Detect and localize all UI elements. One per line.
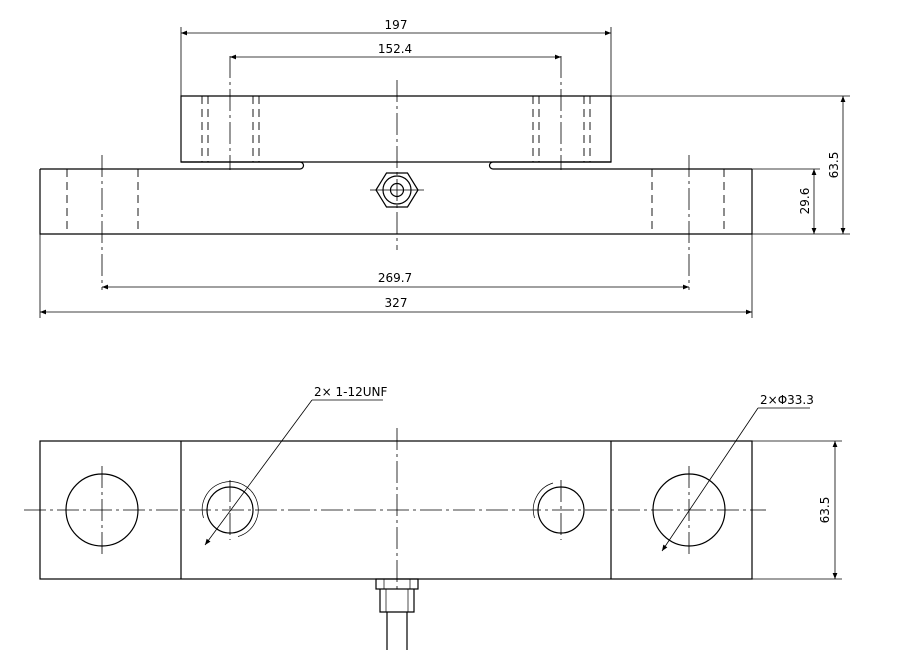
dim-29-6: 29.6	[752, 168, 820, 234]
threaded-hole-right	[532, 480, 585, 540]
callout-thread: 2× 1-12UNF	[204, 385, 387, 546]
dim-327: 327	[39, 234, 753, 318]
right-slot	[488, 161, 752, 170]
left-slot	[40, 161, 305, 170]
dim-269-7: 269.7	[102, 271, 689, 290]
dim-63-5-plan: 63.5	[752, 440, 842, 580]
dim-197-label: 197	[385, 18, 408, 32]
dim-269-7-label: 269.7	[378, 271, 412, 285]
upper-hidden-holes	[201, 96, 591, 162]
base-hidden-holes	[66, 169, 725, 234]
dim-63-5-plan-label: 63.5	[818, 497, 832, 524]
threaded-hole-left	[201, 480, 259, 540]
dim-197: 197	[180, 18, 612, 96]
callout-through-hole-label: 2×Φ33.3	[760, 393, 814, 407]
dim-152-4-label: 152.4	[378, 42, 412, 56]
connector-hex-icon	[370, 172, 424, 208]
cable-connector-icon	[375, 578, 419, 650]
dim-29-6-label: 29.6	[798, 188, 812, 215]
upper-block-outline	[180, 95, 612, 163]
front-view: 197 152.4 269.7 327 63.5	[39, 18, 850, 318]
plan-view: 2× 1-12UNF 2×Φ33.3 63.5	[24, 385, 842, 650]
base-block-outline	[39, 169, 753, 235]
callout-through-hole: 2×Φ33.3	[661, 393, 814, 552]
dim-63-5-front-label: 63.5	[827, 152, 841, 179]
dim-327-label: 327	[385, 296, 408, 310]
callout-thread-label: 2× 1-12UNF	[314, 385, 387, 399]
dim-152-4: 152.4	[230, 42, 561, 60]
dim-63-5-front: 63.5	[611, 95, 850, 235]
